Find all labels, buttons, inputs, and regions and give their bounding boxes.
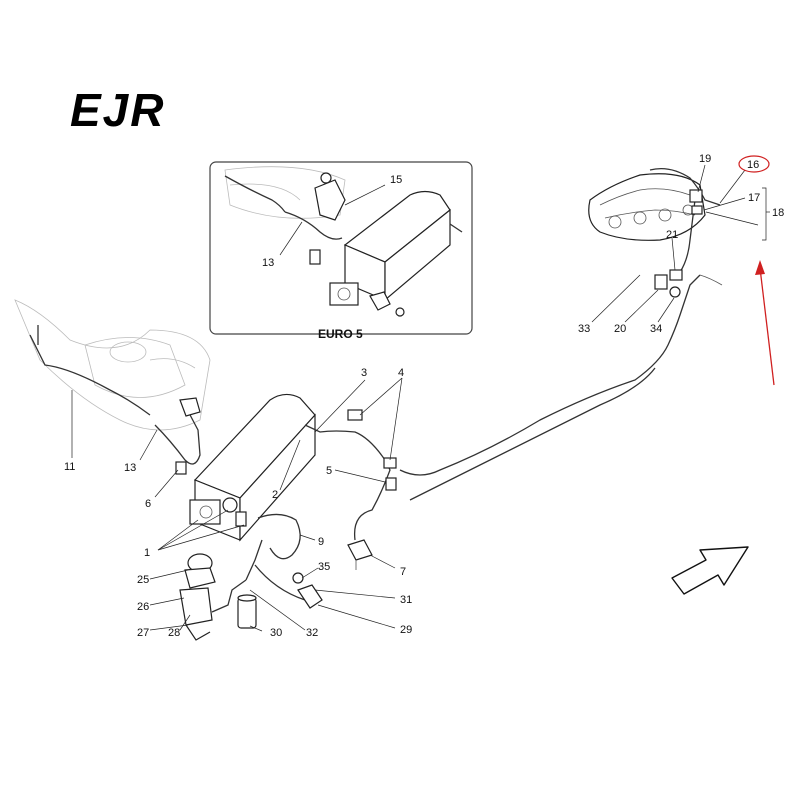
logo-text: EJR <box>70 84 165 136</box>
label-4: 4 <box>398 367 404 379</box>
label-19: 19 <box>699 153 711 165</box>
inset-title: EURO 5 <box>318 327 363 341</box>
fittings-4-5 <box>347 409 397 491</box>
label-31: 31 <box>400 594 412 606</box>
lower-parts-cluster <box>179 539 323 641</box>
label-28: 28 <box>168 627 180 639</box>
label-5: 5 <box>326 465 332 477</box>
highlight-circle-16 <box>738 155 770 173</box>
hose-9 <box>257 513 301 560</box>
label-9: 9 <box>318 536 324 548</box>
pipe-11 <box>29 334 151 416</box>
inset-label-13: 13 <box>262 257 274 269</box>
tank-hose <box>154 397 201 475</box>
part-labels: 1 2 3 4 5 6 7 9 11 13 16 17 18 19 20 21 … <box>64 153 784 639</box>
label-17: 17 <box>748 192 760 204</box>
label-34: 34 <box>650 323 662 335</box>
inset-label-15: 15 <box>390 174 402 186</box>
euro5-inset: 15 13 EURO 5 <box>209 161 473 341</box>
label-26: 26 <box>137 601 149 613</box>
fuel-tank-outline <box>14 299 211 431</box>
label-20: 20 <box>614 323 626 335</box>
label-1: 1 <box>144 547 150 559</box>
label-29: 29 <box>400 624 412 636</box>
label-35: 35 <box>318 561 330 573</box>
direction-arrow <box>671 546 749 595</box>
label-3: 3 <box>361 367 367 379</box>
leader-lines <box>71 164 770 632</box>
intake-manifold <box>588 167 721 298</box>
main-canister <box>189 393 316 542</box>
label-11: 11 <box>64 461 75 473</box>
label-18: 18 <box>772 207 784 219</box>
label-33: 33 <box>578 323 590 335</box>
label-27: 27 <box>137 627 149 639</box>
part-7 <box>347 539 373 570</box>
label-30: 30 <box>270 627 282 639</box>
label-7: 7 <box>400 566 406 578</box>
label-25: 25 <box>137 574 149 586</box>
label-6: 6 <box>145 498 151 510</box>
red-arrow-indicator <box>755 260 775 386</box>
pipe-3 <box>304 424 391 541</box>
label-21: 21 <box>666 229 678 241</box>
label-32: 32 <box>306 627 318 639</box>
label-16: 16 <box>747 159 759 171</box>
label-2: 2 <box>272 489 278 501</box>
brand-logo: EJR <box>70 84 165 136</box>
pipe-long <box>399 274 701 476</box>
label-13: 13 <box>124 462 136 474</box>
